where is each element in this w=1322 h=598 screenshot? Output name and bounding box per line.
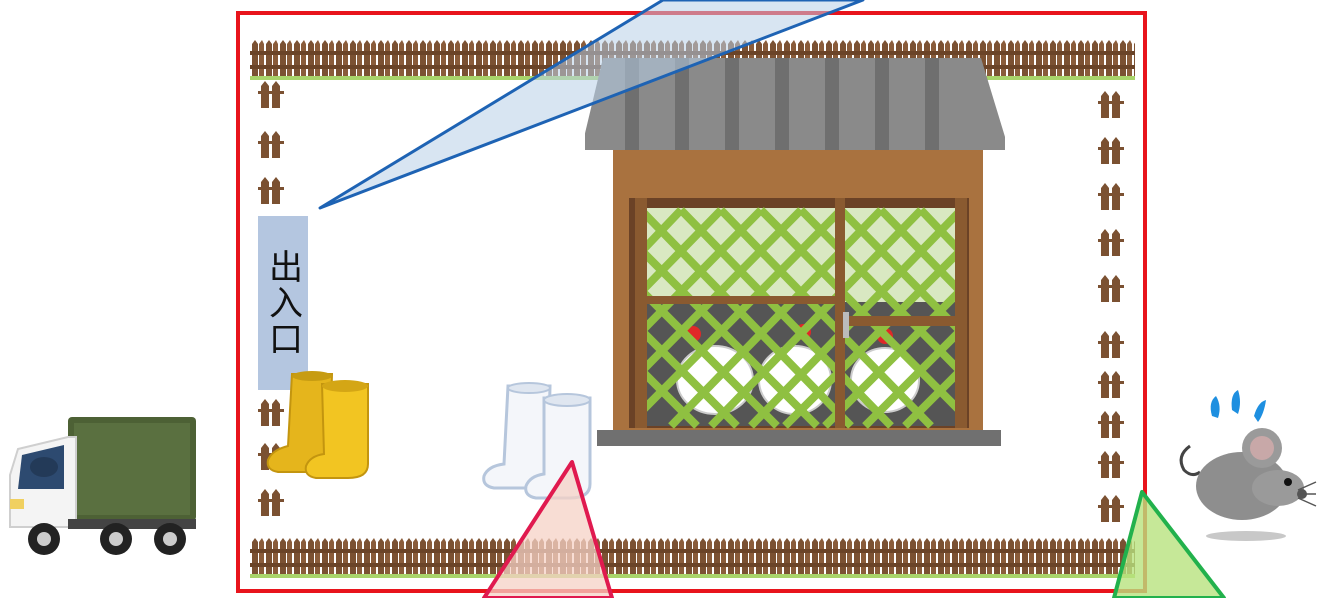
entrance-callout: [318, 0, 868, 212]
truck-icon: [4, 415, 200, 557]
right-fence-icon: [1098, 90, 1132, 530]
rodent-callout: [1108, 488, 1228, 598]
yellow-boots-icon: [264, 368, 376, 480]
entrance-label-box: 出入口: [258, 216, 308, 390]
boots-callout: [478, 458, 618, 598]
entrance-label: 出入口: [259, 249, 308, 357]
bottom-fence-icon: [250, 536, 1135, 580]
